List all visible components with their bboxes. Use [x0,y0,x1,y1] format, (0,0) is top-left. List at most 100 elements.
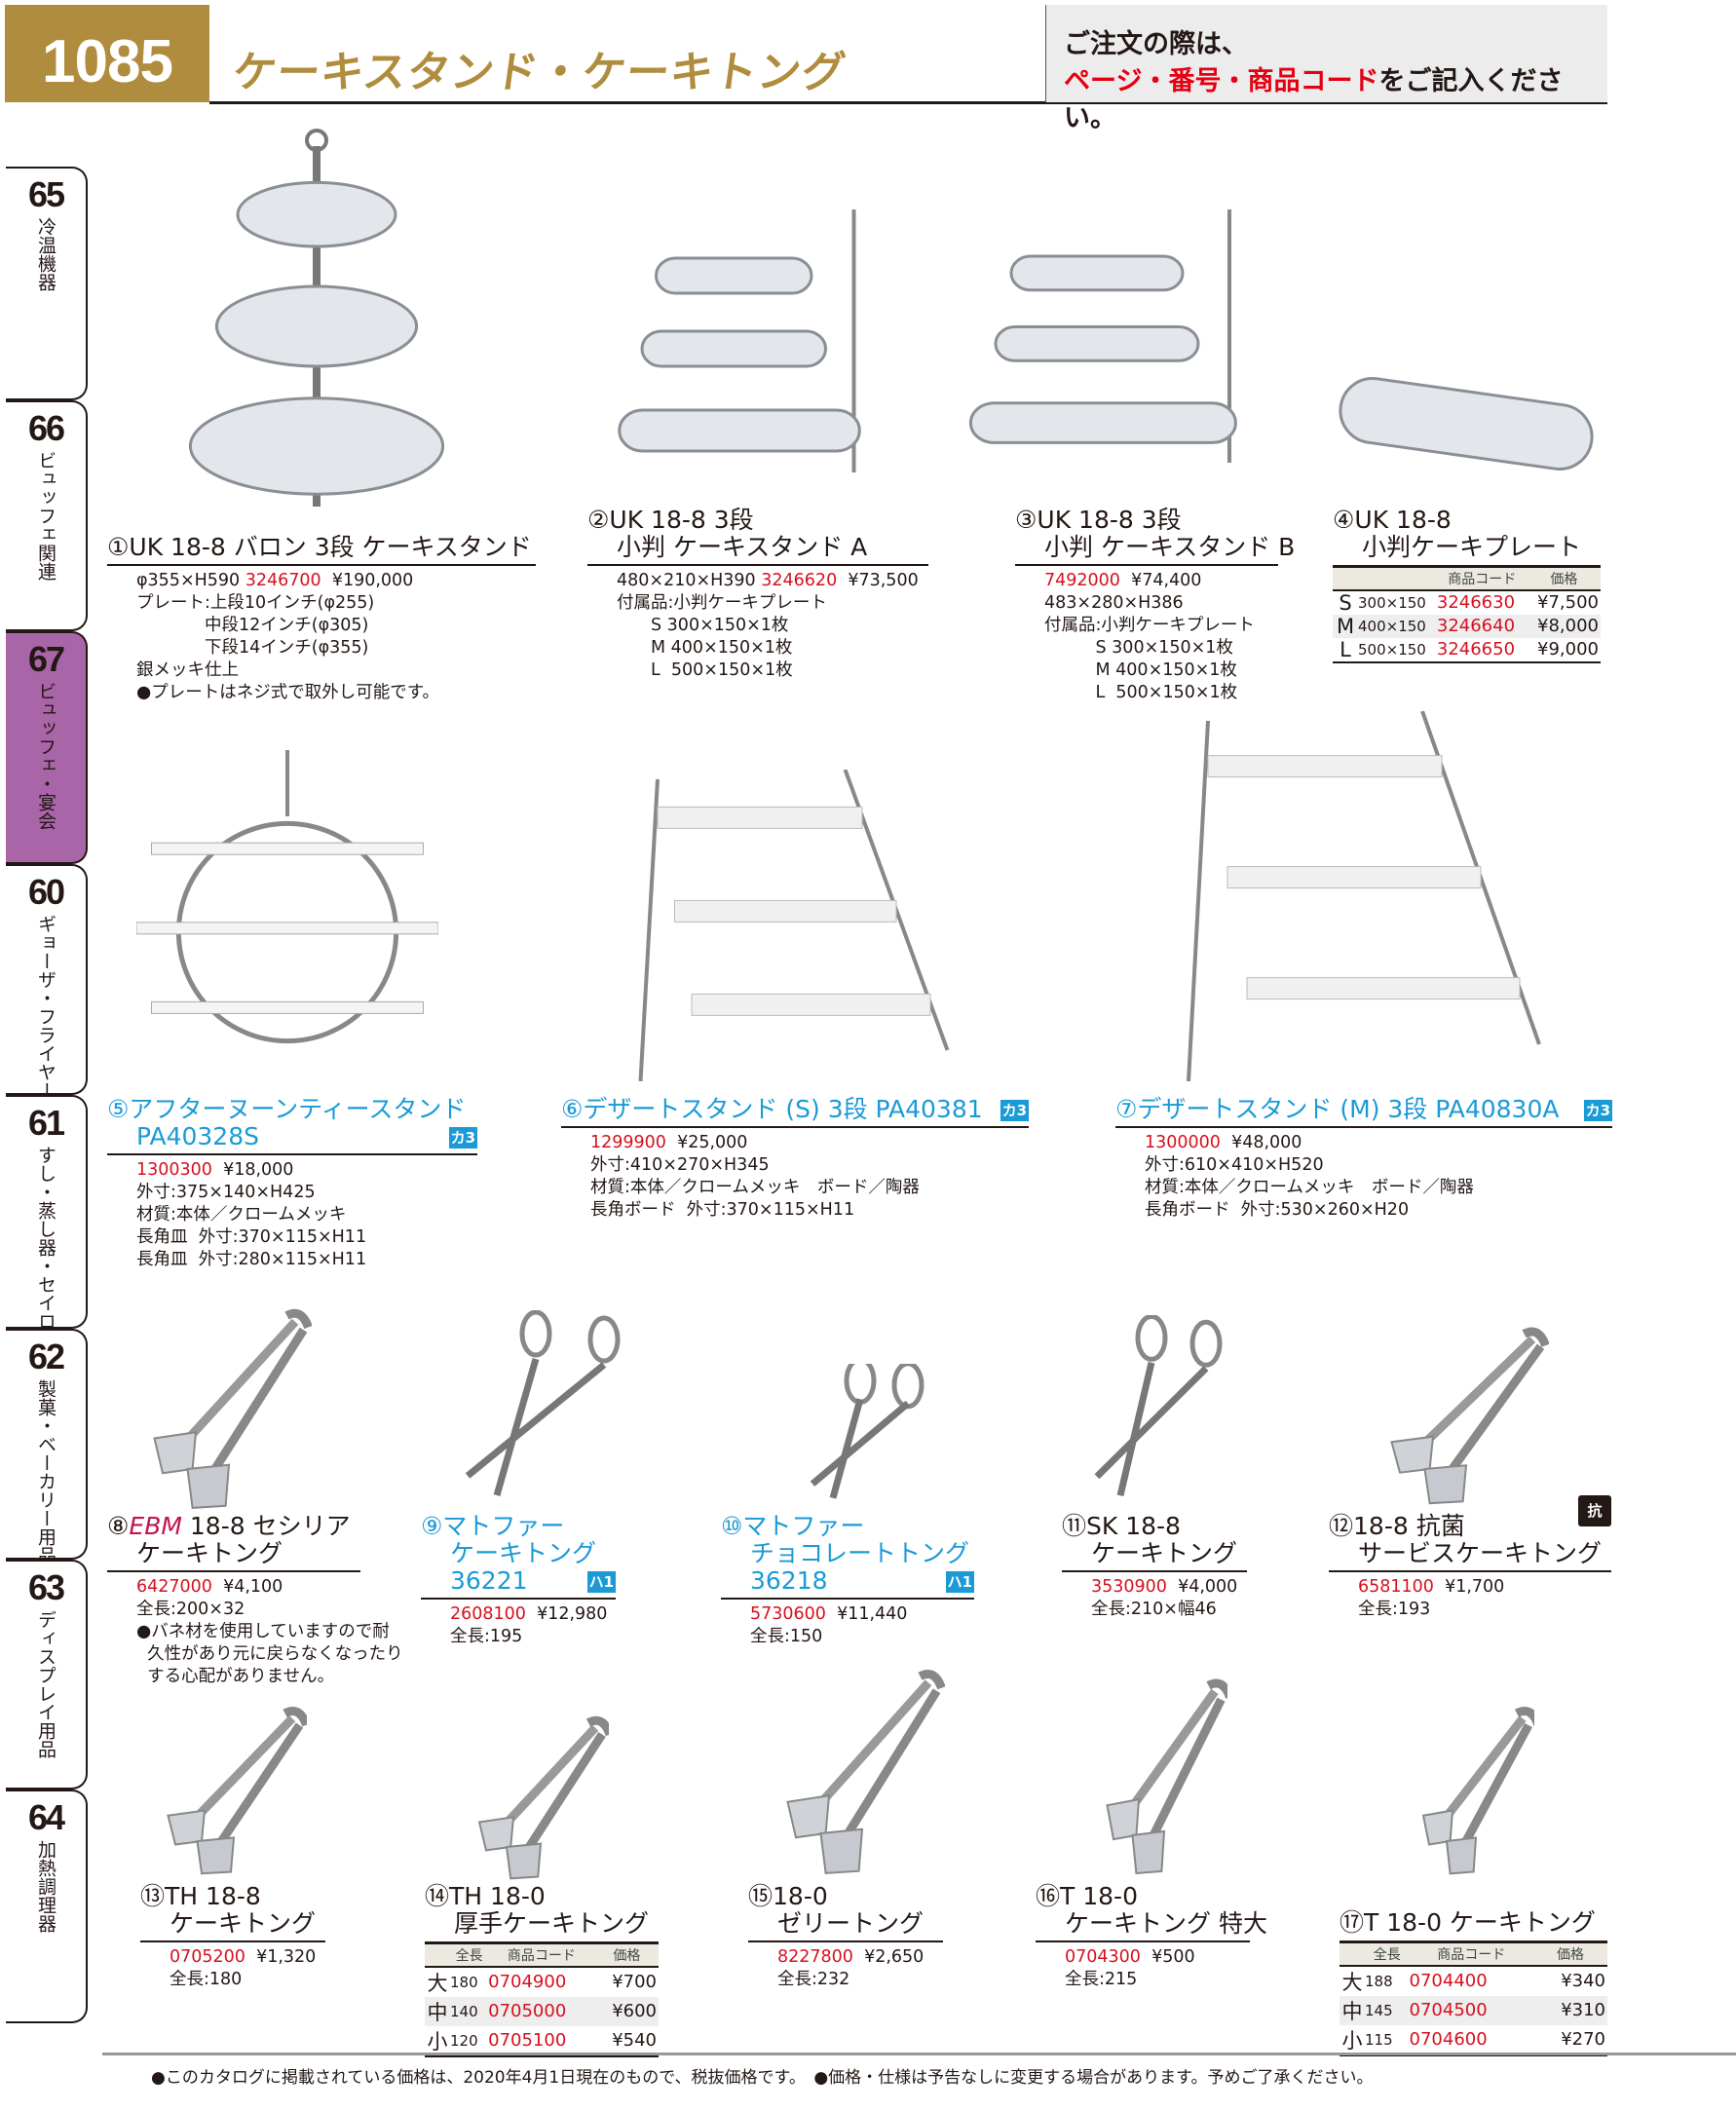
tong-icon [1101,1676,1234,1879]
product-title-line: ケーキトング [107,1540,360,1567]
page-title: ケーキスタンド・ケーキトング [229,48,849,97]
code-price-line: 1299900 ¥25,000 [590,1132,1029,1154]
side-tab-number: 67 [27,639,65,679]
product-title-text: ケーキトング 特大 [1065,1909,1267,1938]
spec-line: ●プレートはネジ式で取外し可能です。 [136,683,440,702]
category-badge: ハ1 [586,1571,616,1593]
code-price-line: φ355×H590 3246700 ¥190,000 [136,570,536,592]
spec-line: 全長:210×幅46 [1091,1600,1217,1619]
product-title-text: TH 18-8 [165,1882,261,1910]
title-underline [1036,1940,1250,1942]
product-title-line: ケーキトング [421,1540,616,1567]
side-tab-number: 65 [27,174,65,214]
product-code: 2608100 [450,1604,526,1624]
code-price-line: 6581100 ¥1,700 [1358,1576,1611,1599]
product-number: ⑯ [1036,1882,1061,1910]
notice-tail: をご記入ください。 [1064,66,1564,133]
side-tab-label: ビュッフェ・宴会 [35,682,57,830]
price: ¥9,000 [1537,639,1599,659]
spec-line: 全長:195 [450,1627,523,1646]
product-title-line: ⑯T 18-0 [1036,1883,1250,1910]
product-code: 0704400 [1409,1971,1488,1991]
spec-line: 全長:200×32 [136,1600,245,1619]
price: ¥310 [1532,1995,1607,2025]
product-code: 7492000 [1044,571,1120,590]
spec-line: 長角皿 外寸:280×115×H11 [136,1250,367,1269]
product-title-text: ケーキトング [136,1539,283,1567]
product-number: ⑭ [425,1882,450,1910]
price: ¥1,320 [245,1947,317,1967]
tong-icon [146,1305,313,1514]
spec-line: 下段14インチ(φ355) [136,638,369,658]
product-number: ⑧ [107,1512,130,1540]
footer-note: ●このカタログに掲載されている価格は、2020年4月1日現在のもので、税抜価格で… [151,2068,1374,2088]
product-number: ⑨ [421,1512,443,1540]
product-title-text: マトファー [742,1512,865,1540]
product-code: 1299900 [590,1133,666,1152]
product-number: ⑮ [748,1882,774,1910]
price: ¥73,500 [837,571,919,590]
spec-line: 全長:215 [1065,1970,1138,1989]
product-title-text: ケーキトング [170,1909,317,1938]
product-title-text: SK 18-8 [1086,1512,1181,1540]
product-title-text: T 18-0 ケーキトング [1364,1908,1596,1937]
table-header: 商品コード [1409,1941,1533,1967]
oval-plate-icon [1335,370,1598,481]
product-code: 5730600 [750,1604,826,1624]
side-tab-number: 63 [27,1567,65,1607]
table-header: 全長 [450,1942,489,1968]
product-title-text: 18-8 セシリア [181,1512,351,1540]
spec-line: 全長:150 [750,1627,823,1646]
spec-line: 外寸:410×270×H345 [590,1155,770,1175]
spec-line: 材質:本体／クロームメッキ ボード／陶器 [590,1178,920,1197]
code-price-line: 8227800 ¥2,650 [777,1946,943,1969]
size-label: 中 [1340,1995,1365,2025]
size-label: 小 [427,2029,448,2053]
title-underline [748,1940,943,1942]
product-title-text: 18-8 抗菌 [1353,1512,1465,1540]
antibacterial-badge-icon: 抗 [1578,1495,1611,1526]
size-label: 中 [425,1996,450,2026]
title-underline [107,564,536,566]
product-title-text: UK 18-8 [1354,506,1452,534]
product-title-text: T 18-0 [1060,1882,1138,1910]
title-underline [1115,1126,1612,1128]
product-number: ⑤ [107,1095,130,1123]
product-title-text: ゼリートング [777,1909,925,1938]
product-title-line: ⑤アフターヌーンティースタンド [107,1096,477,1123]
title-underline [107,1570,360,1572]
product-code: 0705000 [488,1996,595,2026]
product-title-line: ⑬TH 18-8 [140,1883,325,1910]
product-title-line: ⑩マトファー [721,1513,974,1540]
product-number: ① [107,533,130,561]
product-code: 0704600 [1409,2029,1488,2050]
size-dimension: 140 [450,1996,489,2026]
side-tab-67[interactable]: 67 ビュッフェ・宴会 [6,631,88,864]
product-title-text: チョコレートトング [750,1539,970,1567]
spec-line: L 500×150×1枚 [617,660,793,680]
product-number: ⑰ [1340,1908,1365,1937]
header-divider [209,101,1607,104]
